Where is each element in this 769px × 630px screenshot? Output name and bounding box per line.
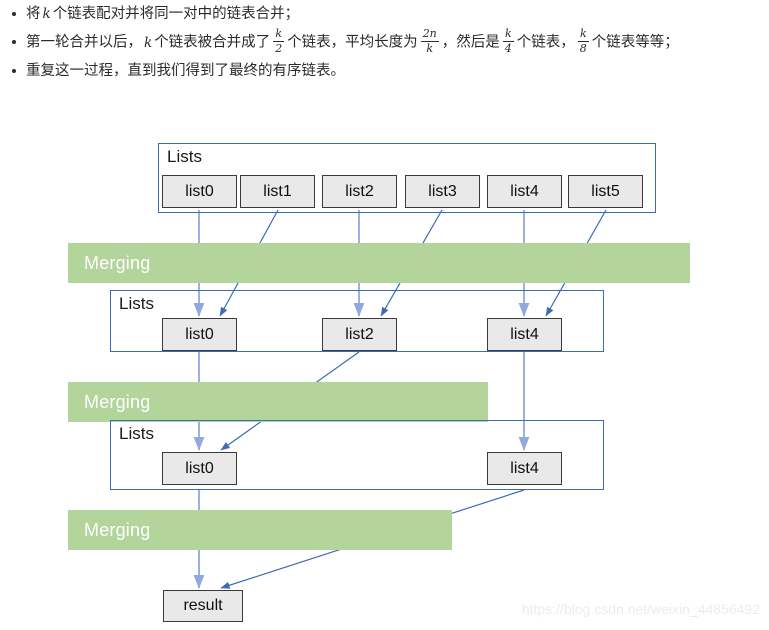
- lists-row-2: Lists: [110, 290, 604, 352]
- list-node-label: list0: [185, 182, 214, 200]
- prose-text: 个链表配对并将同一对中的链表合并；: [52, 6, 300, 22]
- prose-text: 重复这一过程，直到我们得到了最终的有序链表。: [26, 62, 345, 79]
- list-node-label: list1: [263, 182, 292, 200]
- r1-list4[interactable]: list4: [487, 175, 562, 208]
- r3-list0[interactable]: list0: [162, 452, 237, 485]
- lists-box-label: Lists: [167, 147, 202, 166]
- prose-text: 个链表被合并成了: [154, 34, 271, 51]
- r1-list0[interactable]: list0: [162, 175, 237, 208]
- r2-list2[interactable]: list2: [322, 318, 397, 351]
- list-node-label: list0: [185, 325, 214, 343]
- lists-row-1: Lists: [158, 143, 656, 213]
- fraction-numerator: 2n: [422, 27, 437, 40]
- r1-list5[interactable]: list5: [568, 175, 643, 208]
- merging-bar-3: Merging: [68, 510, 452, 550]
- r1-list1[interactable]: list1: [240, 175, 315, 208]
- prose-text: 第一轮合并以后，: [26, 34, 142, 51]
- merging-label: Merging: [84, 252, 151, 273]
- result-node-label: result: [183, 597, 223, 614]
- list-node-label: list0: [185, 459, 214, 477]
- r1-list3[interactable]: list3: [405, 175, 480, 208]
- list-node-label: list5: [591, 182, 620, 200]
- list-node-label: list3: [428, 182, 457, 200]
- list-node-label: list4: [510, 325, 539, 343]
- prose-text: ，然后是: [441, 34, 500, 51]
- fraction-numerator: k: [275, 27, 283, 40]
- lists-box-label: Lists: [119, 424, 154, 443]
- list-node-label: list2: [345, 182, 374, 200]
- merging-label: Merging: [84, 519, 151, 540]
- fraction-numerator: k: [504, 27, 512, 40]
- bullet-repeat: 重复这一过程，直到我们得到了最终的有序链表。: [0, 57, 769, 85]
- r3-list4[interactable]: list4: [487, 452, 562, 485]
- list-node-label: list4: [510, 459, 539, 477]
- prose-text: 将: [26, 6, 41, 22]
- lists-box-label: Lists: [119, 294, 154, 313]
- csdn-watermark: https://blog.csdn.net/weixin_44856492: [521, 601, 760, 617]
- fraction-numerator: k: [579, 27, 587, 40]
- r1-list2[interactable]: list2: [322, 175, 397, 208]
- fraction-denominator: 2: [273, 40, 285, 55]
- merging-label: Merging: [84, 391, 151, 412]
- list-node-label: list4: [510, 182, 539, 200]
- math-variable: k: [42, 6, 51, 22]
- prose-text: 个链表等等；: [591, 34, 679, 51]
- prose-text: 个链表，平均长度为: [287, 34, 418, 51]
- r2-list0[interactable]: list0: [162, 318, 237, 351]
- merging-bar-1: Merging: [68, 243, 690, 283]
- fraction-denominator: k: [420, 40, 439, 55]
- list-node-label: list2: [345, 325, 374, 343]
- lists-row-3: Lists: [110, 420, 604, 490]
- result-node[interactable]: result: [163, 590, 243, 622]
- merging-bar-2: Merging: [68, 382, 488, 422]
- fraction-denominator: 4: [502, 40, 514, 55]
- r2-list4[interactable]: list4: [487, 318, 562, 351]
- fraction-denominator: 8: [577, 40, 589, 55]
- math-variable: k: [144, 34, 153, 51]
- prose-text: 个链表，: [516, 34, 575, 51]
